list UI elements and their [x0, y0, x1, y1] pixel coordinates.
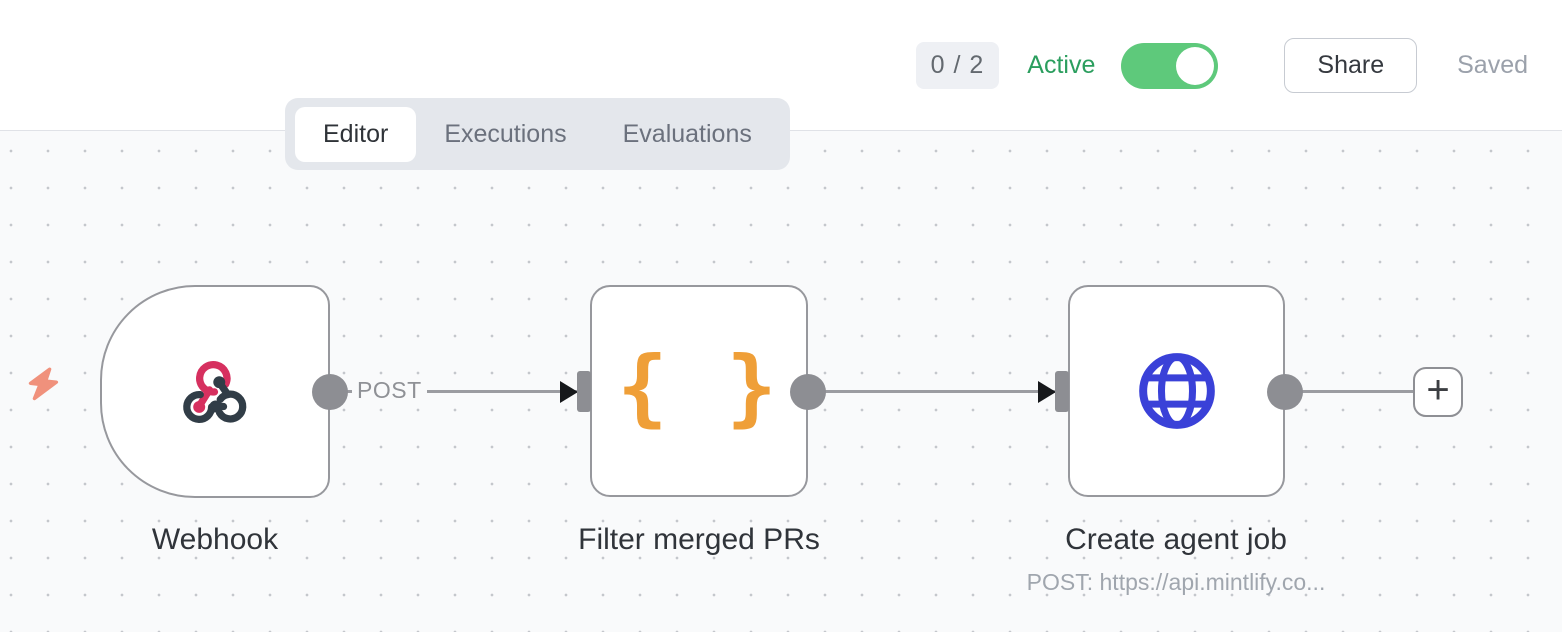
tab-editor[interactable]: Editor [295, 106, 417, 162]
node-label-filter: Filter merged PRs [578, 523, 820, 556]
tab-evaluations[interactable]: Evaluations [622, 119, 752, 148]
filter-input-port[interactable] [577, 371, 591, 412]
wire-http-add[interactable] [1300, 390, 1415, 393]
wire-webhook-filter[interactable] [345, 390, 578, 393]
http-output-port[interactable] [1267, 373, 1303, 410]
node-create-agent-job[interactable] [1068, 285, 1285, 497]
node-label-http: Create agent job [1065, 523, 1287, 556]
header-controls: 0 / 2 Active Share Saved [915, 0, 1528, 131]
webhook-output-port[interactable] [312, 373, 348, 410]
wire-arrowhead [560, 380, 578, 403]
active-toggle[interactable] [1121, 42, 1219, 89]
globe-icon [1138, 353, 1215, 429]
toggle-knob [1176, 46, 1215, 85]
node-webhook[interactable] [100, 285, 330, 498]
wire-arrowhead [1038, 380, 1056, 403]
active-label: Active [1027, 51, 1096, 79]
wire-filter-http[interactable] [823, 390, 1056, 393]
node-subtitle-http: POST: https://api.mintlify.co... [1026, 569, 1326, 595]
tab-executions[interactable]: Executions [444, 119, 567, 148]
add-node-button[interactable]: + [1413, 367, 1463, 417]
workflow-canvas[interactable]: POST Webhook { } Filter merged PRs Creat… [0, 131, 1562, 632]
node-filter-merged-prs[interactable]: { } [590, 285, 808, 497]
filter-output-port[interactable] [790, 373, 826, 410]
issue-count-badge[interactable]: 0 / 2 [915, 42, 1000, 89]
webhook-output-label: POST [352, 377, 427, 404]
plus-icon: + [1426, 368, 1450, 412]
save-status: Saved [1457, 51, 1528, 79]
braces-icon: { } [617, 338, 781, 436]
view-tabbar: Editor Executions Evaluations [285, 98, 790, 170]
webhook-icon [183, 360, 247, 423]
http-input-port[interactable] [1055, 371, 1069, 412]
share-button[interactable]: Share [1284, 38, 1418, 93]
trigger-lightning-icon [28, 367, 59, 401]
node-label-webhook: Webhook [151, 523, 279, 556]
